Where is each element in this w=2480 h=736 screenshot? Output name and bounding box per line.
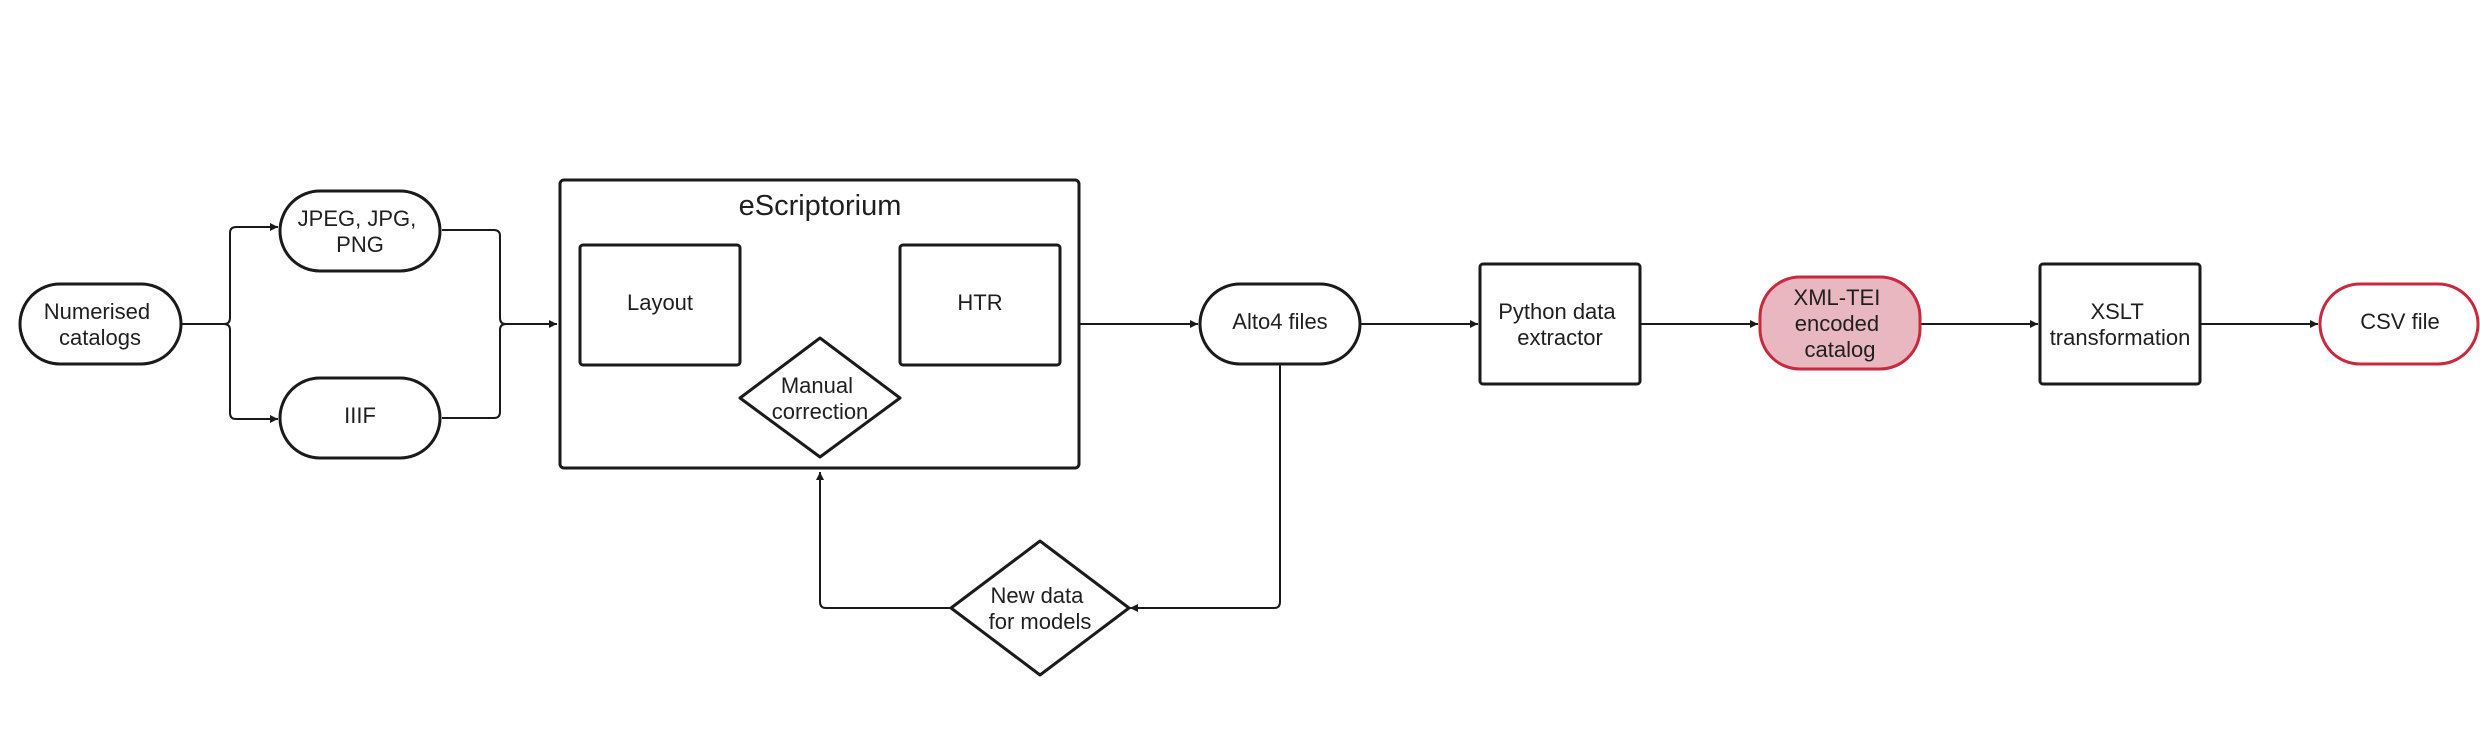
node-csv-file: CSV file xyxy=(2318,282,2480,366)
line: correction xyxy=(772,399,869,424)
line: encoded xyxy=(1795,311,1879,336)
line: New data xyxy=(990,583,1084,608)
edge-numerised-to-jpeg xyxy=(182,223,278,325)
node-htr-label: HTR xyxy=(957,290,1002,315)
line: XSLT xyxy=(2090,299,2143,324)
node-layout: Layout xyxy=(578,243,742,367)
line: catalogs xyxy=(59,325,141,350)
node-iiif: IIIF xyxy=(278,376,442,460)
line: Layout xyxy=(627,290,693,315)
node-new-data-for-models: New data for models xyxy=(949,539,1131,677)
line: CSV file xyxy=(2360,309,2439,334)
node-alto4-files: Alto4 files xyxy=(1198,282,1362,366)
node-jpeg-png: JPEG, JPG, PNG xyxy=(278,189,442,273)
line: transformation xyxy=(2050,325,2191,350)
line: extractor xyxy=(1517,325,1603,350)
node-layout-label: Layout xyxy=(627,290,693,315)
line: Manual xyxy=(781,373,853,398)
edge-jpeg-to-escriptorium xyxy=(442,229,557,328)
node-numerised-catalogs: Numerised catalogs xyxy=(18,282,183,366)
line: IIIF xyxy=(344,403,376,428)
line: Numerised xyxy=(44,299,150,324)
node-manual-correction: Manual correction xyxy=(738,336,902,459)
node-iiif-label: IIIF xyxy=(344,403,376,428)
node-python-data-extractor: Python data extractor xyxy=(1478,262,1642,386)
node-manual-correction-label: Manual correction xyxy=(772,373,869,424)
edge-numerised-to-iiif xyxy=(223,323,278,423)
line: Alto4 files xyxy=(1232,309,1327,334)
node-xml-tei-catalog-label: XML-TEI encoded catalog xyxy=(1794,285,1887,362)
edge-iiif-to-escriptorium xyxy=(442,323,507,419)
node-numerised-catalogs-label: Numerised catalogs xyxy=(44,299,157,350)
line: PNG xyxy=(336,232,384,257)
line: Python data xyxy=(1498,299,1616,324)
node-new-data-for-models-label: New data for models xyxy=(989,583,1092,634)
node-xslt-transformation: XSLT transformation xyxy=(2038,262,2202,386)
node-csv-file-label: CSV file xyxy=(2360,309,2439,334)
node-python-data-extractor-label: Python data extractor xyxy=(1498,299,1622,350)
line: HTR xyxy=(957,290,1002,315)
edge-alto-to-newdata xyxy=(1130,364,1281,612)
node-jpeg-png-label: JPEG, JPG, PNG xyxy=(298,206,423,257)
node-alto4-files-label: Alto4 files xyxy=(1232,309,1327,334)
line: JPEG, JPG, xyxy=(298,206,417,231)
node-xslt-transformation-label: XSLT transformation xyxy=(2050,299,2191,350)
line: for models xyxy=(989,609,1092,634)
edge-newdata-to-escriptorium xyxy=(816,472,950,609)
node-htr: HTR xyxy=(898,243,1062,367)
line: XML-TEI xyxy=(1794,285,1881,310)
node-xml-tei-catalog: XML-TEI encoded catalog xyxy=(1758,275,1922,371)
escriptorium-title: eScriptorium xyxy=(739,190,902,222)
line: catalog xyxy=(1805,337,1876,362)
